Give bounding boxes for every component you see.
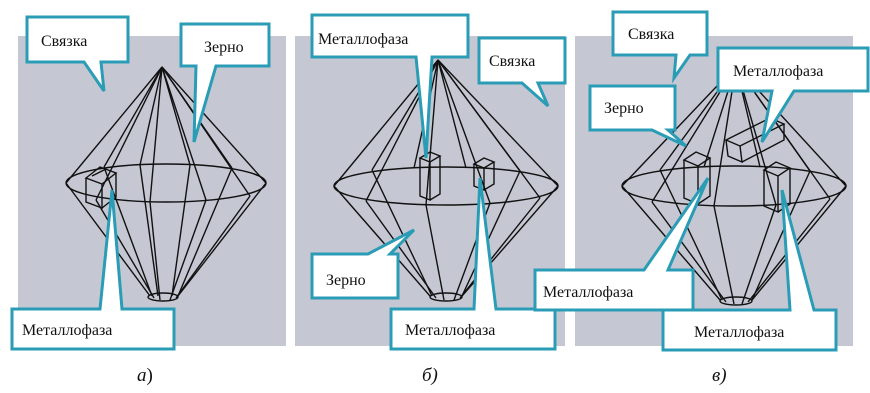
callout-a-grain-label: Зерно	[204, 39, 244, 56]
callout-b-metal2-label: Металлофаза	[405, 322, 495, 339]
callout-c-grain-label: Зерно	[604, 100, 644, 117]
caption-a: а)	[137, 365, 153, 386]
callout-c-grain-box	[588, 84, 687, 148]
callout-b-metal2-box	[389, 177, 557, 351]
callout-c-metal-top-label: Металлофаза	[733, 63, 823, 80]
callout-a-metal-box	[10, 189, 176, 351]
callout-a-metal-label: Металлофаза	[22, 322, 112, 339]
callout-c-metal-right-label: Металлофаза	[694, 324, 784, 341]
callout-a-grain-box	[179, 22, 271, 143]
callout-a-binder-box	[25, 15, 130, 92]
callout-c-metal-left-label: Металлофаза	[543, 284, 633, 301]
callout-b-metal-box	[310, 13, 470, 159]
callout-b-binder-box	[477, 36, 567, 108]
callout-c-binder-box	[611, 10, 709, 84]
callout-c-binder-label: Связка	[628, 26, 674, 43]
callout-b-grain-box	[310, 228, 416, 300]
caption-a-letter: а	[137, 365, 147, 386]
panel-a-crystal	[65, 66, 267, 302]
callout-b-binder-label: Связка	[489, 53, 535, 70]
callout-b-metal-label: Металлофаза	[318, 31, 408, 48]
callout-a-binder-label: Связка	[41, 33, 87, 50]
caption-c: в)	[712, 365, 727, 386]
caption-b: б)	[422, 365, 438, 386]
callout-c-metal-top-box	[716, 46, 870, 143]
caption-a-paren: )	[147, 365, 153, 386]
callout-c-metal-left-box	[533, 177, 710, 312]
callout-c-metal-right-box	[661, 189, 838, 352]
callout-b-grain-label: Зерно	[326, 272, 366, 289]
